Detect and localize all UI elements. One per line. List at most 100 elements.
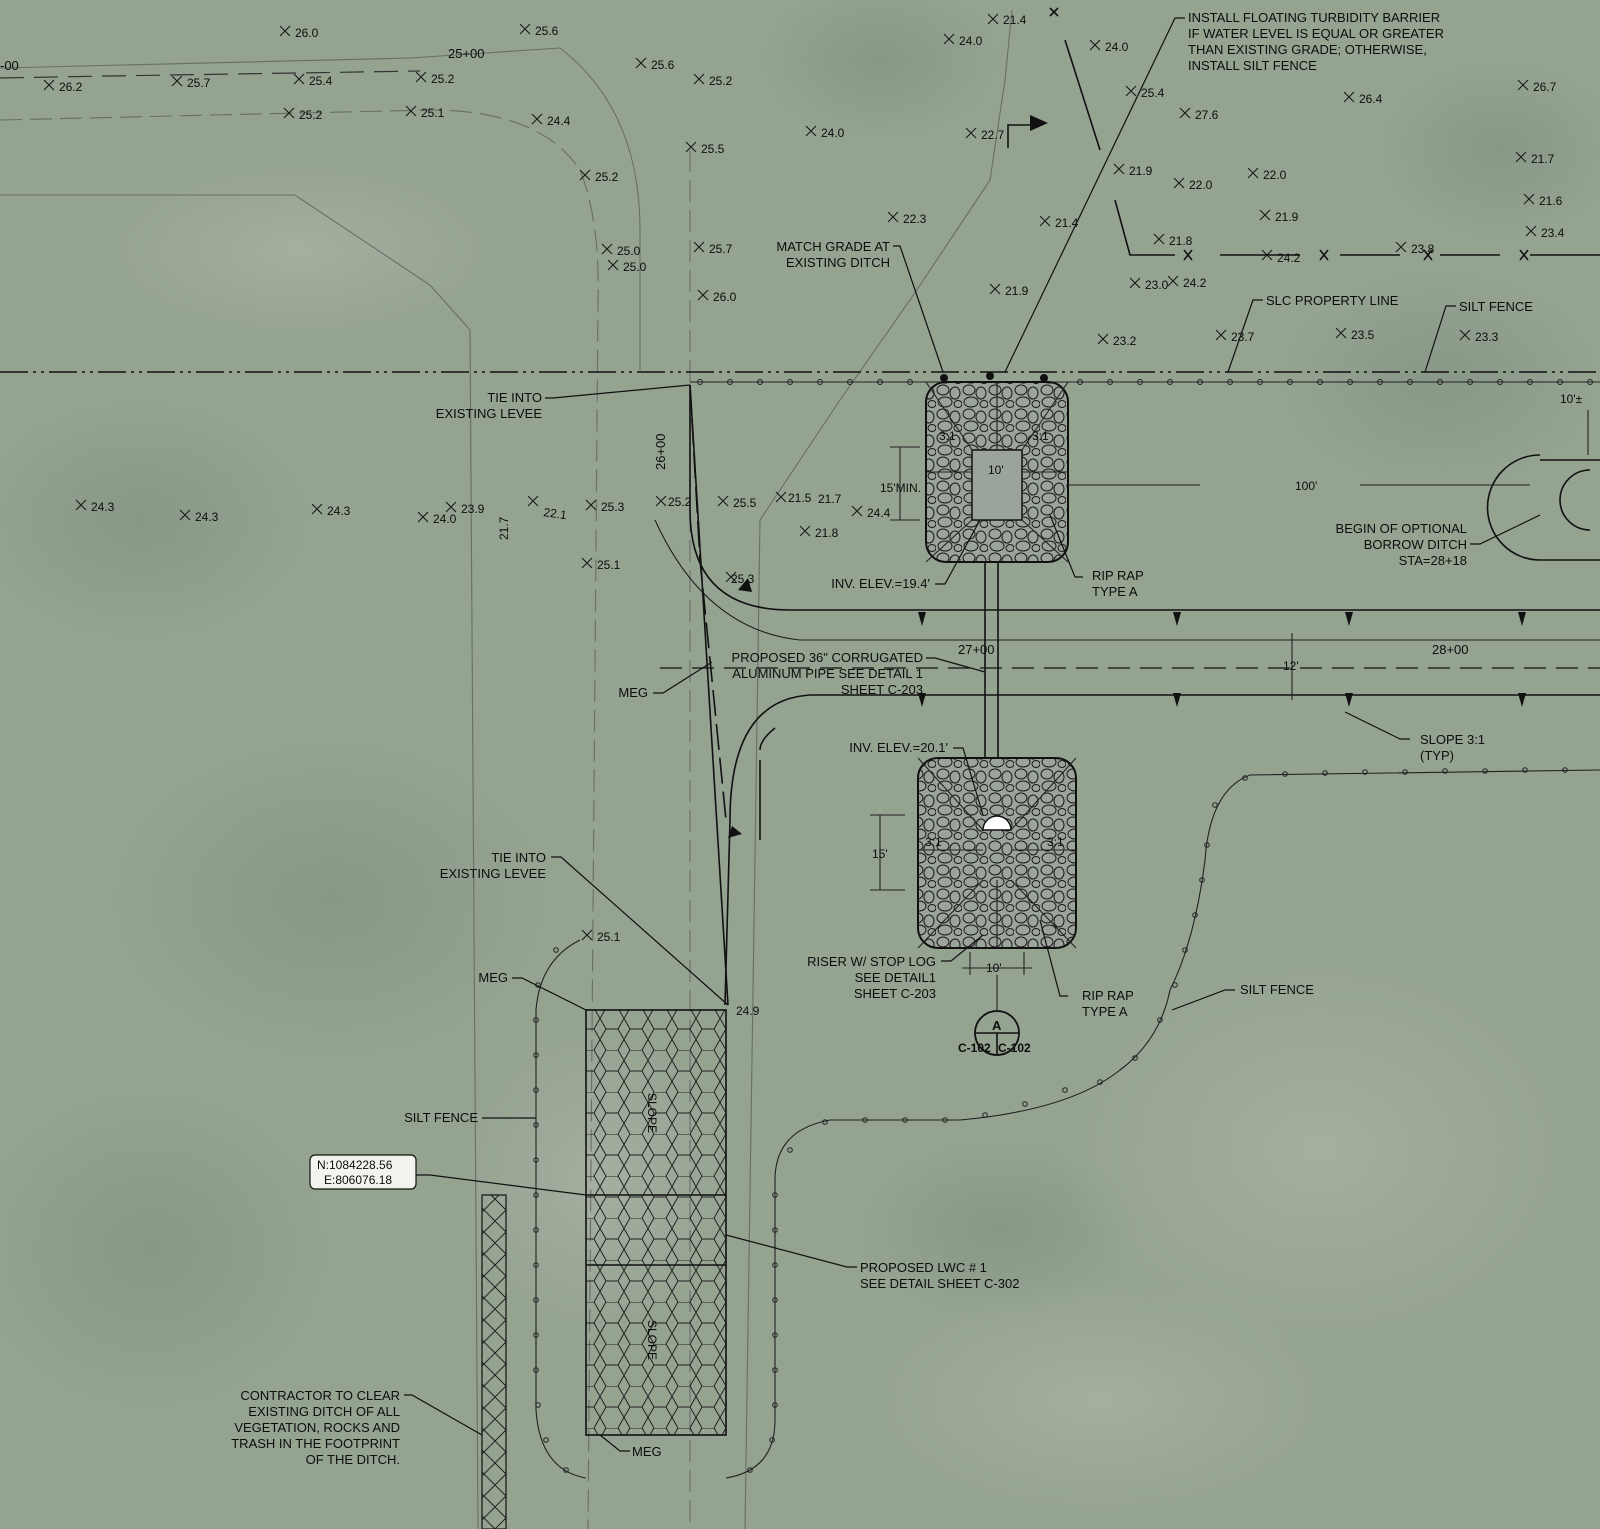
dim-10-top: 10' (988, 463, 1004, 477)
svg-text:BEGIN OF OPTIONAL: BEGIN OF OPTIONAL (1336, 521, 1467, 536)
spot-elevation: 25.5 (733, 496, 757, 510)
spot-elevation: 25.2 (299, 108, 323, 122)
svg-text:IF WATER LEVEL IS EQUAL OR GRE: IF WATER LEVEL IS EQUAL OR GREATER (1188, 26, 1444, 41)
ditch-channel (654, 384, 1600, 1006)
note-tie-levee-bottom: TIE INTO EXISTING LEVEE (440, 850, 547, 881)
spot-elevation: 24.0 (1105, 40, 1129, 54)
spot-elevation: 24.0 (433, 512, 457, 526)
rip-rap-top (925, 372, 1069, 563)
svg-text:OF THE DITCH.: OF THE DITCH. (306, 1452, 400, 1467)
property-line (0, 371, 1600, 385)
svg-text:VEGETATION, ROCKS AND: VEGETATION, ROCKS AND (234, 1420, 400, 1435)
note-inv-elev-top: INV. ELEV.=19.4' (831, 576, 930, 591)
spot-elevation: 21.9 (1275, 210, 1299, 224)
note-borrow-ditch: BEGIN OF OPTIONAL BORROW DITCH STA=28+18 (1336, 521, 1467, 568)
dimensions: 15'MIN. 10' 100' 10'± 12' 15' 10' (870, 392, 1589, 975)
svg-text:SEE DETAIL SHEET C-302: SEE DETAIL SHEET C-302 (860, 1276, 1019, 1291)
spot-elevation: 23.0 (1145, 278, 1169, 292)
svg-text:TIE INTO: TIE INTO (491, 850, 546, 865)
spot-elevation: 21.8 (1169, 234, 1193, 248)
note-contractor: CONTRACTOR TO CLEAR EXISTING DITCH OF AL… (231, 1388, 400, 1467)
svg-text:SHEET C-203: SHEET C-203 (854, 986, 936, 1001)
spot-elevation: 23.8 (1411, 242, 1435, 256)
svg-text:PROPOSED LWC # 1: PROPOSED LWC # 1 (860, 1260, 987, 1275)
note-pipe: PROPOSED 36" CORRUGATED ALUMINUM PIPE SE… (732, 650, 923, 697)
spot-elevation: 23.4 (1541, 226, 1565, 240)
dim-15: 15' (872, 847, 888, 861)
section-marker: A C-102 C-102 (958, 975, 1031, 1056)
svg-text:TIE INTO: TIE INTO (487, 390, 542, 405)
svg-text:INSTALL SILT FENCE: INSTALL SILT FENCE (1188, 58, 1317, 73)
svg-text:TYPE A: TYPE A (1082, 1004, 1128, 1019)
spot-elevation: 22.0 (1263, 168, 1287, 182)
dim-15-min: 15'MIN. (880, 481, 921, 495)
station-label-24-partial: -00 (0, 58, 19, 73)
note-meg-lwc: MEG (478, 970, 508, 985)
note-lwc: PROPOSED LWC # 1 SEE DETAIL SHEET C-302 (860, 1260, 1019, 1291)
spot-elevation: 21.4 (1055, 216, 1079, 230)
svg-text:EXISTING DITCH OF ALL: EXISTING DITCH OF ALL (248, 1404, 400, 1419)
note-silt-fence-east: SILT FENCE (1240, 982, 1314, 997)
spot-elevation: 22.1 (543, 505, 568, 522)
existing-ditch-hatch (481, 1194, 507, 1529)
spot-elevation: 21.9 (1129, 164, 1153, 178)
spot-elevation: 22.0 (1189, 178, 1213, 192)
coordinate-north: N:1084228.56 (317, 1158, 393, 1172)
spot-elevation: 24.3 (195, 510, 219, 524)
note-slope-typ: SLOPE 3:1 (TYP) (1420, 732, 1485, 763)
svg-text:SLOPE 3:1: SLOPE 3:1 (1420, 732, 1485, 747)
section-sheet-right: C-102 (998, 1041, 1031, 1055)
spot-elevation: 26.4 (1359, 92, 1383, 106)
note-meg-ditch: MEG (618, 685, 648, 700)
svg-text:PROPOSED 36" CORRUGATED: PROPOSED 36" CORRUGATED (732, 650, 923, 665)
svg-text:EXISTING DITCH: EXISTING DITCH (786, 255, 890, 270)
coordinate-callout: N:1084228.56 E:806076.18 (309, 1154, 417, 1190)
svg-text:CONTRACTOR TO CLEAR: CONTRACTOR TO CLEAR (240, 1388, 400, 1403)
svg-text:SHEET C-203: SHEET C-203 (841, 682, 923, 697)
spot-elevation: 25.0 (617, 244, 641, 258)
slope-3-1: 3:1 (925, 835, 942, 849)
slope-3-1: 3:1 (1047, 835, 1064, 849)
spot-elevation: 24.4 (547, 114, 571, 128)
note-silt-fence-top: SILT FENCE (1459, 299, 1533, 314)
spot-elevation: 24.2 (1277, 251, 1301, 265)
section-sheet-left: C-102 (958, 1041, 991, 1055)
spot-elevation: 25.1 (597, 558, 621, 572)
svg-text:TRASH IN THE FOOTPRINT: TRASH IN THE FOOTPRINT (231, 1436, 400, 1451)
spot-elevation: 24.9 (736, 1004, 760, 1018)
slope-3-1: 3:1 (1032, 429, 1049, 443)
svg-text:STA=28+18: STA=28+18 (1399, 553, 1467, 568)
spot-elevation: 24.3 (327, 504, 351, 518)
spot-elevation: 21.8 (815, 526, 839, 540)
lwc-slope-lower: SLOPE (645, 1320, 659, 1360)
station-label-28: 28+00 (1432, 642, 1469, 657)
svg-text:RIP RAP: RIP RAP (1082, 988, 1134, 1003)
section-letter: A (992, 1018, 1002, 1033)
spot-elevation: 23.7 (1231, 330, 1255, 344)
spot-elevation: 26.0 (295, 26, 319, 40)
svg-text:TYPE A: TYPE A (1092, 584, 1138, 599)
spot-elevation: 25.7 (187, 76, 211, 90)
spot-elevation: 24.0 (821, 126, 845, 140)
spot-elevation: 21.5 (788, 491, 812, 505)
note-turbidity-barrier: INSTALL FLOATING TURBIDITY BARRIER IF WA… (1188, 10, 1444, 73)
spot-elevation: 21.6 (1539, 194, 1563, 208)
spot-elevation: 25.2 (709, 74, 733, 88)
spot-elevation: 21.4 (1003, 13, 1027, 27)
note-tie-levee-top: TIE INTO EXISTING LEVEE (436, 390, 543, 421)
spot-elevation: 24.2 (1183, 276, 1207, 290)
spot-elevation: 21.7 (818, 492, 842, 506)
station-label-26: 26+00 (653, 433, 668, 470)
spot-elevation: 25.3 (731, 572, 755, 586)
station-label-27: 27+00 (958, 642, 995, 657)
spot-elevation: 25.5 (701, 142, 725, 156)
note-rip-rap-top: RIP RAP TYPE A (1092, 568, 1144, 599)
note-property-line: SLC PROPERTY LINE (1266, 293, 1399, 308)
spot-elevation: 25.2 (595, 170, 619, 184)
spot-elevation: 21.9 (1005, 284, 1029, 298)
svg-text:SEE DETAIL1: SEE DETAIL1 (855, 970, 936, 985)
spot-elevation: 26.7 (1533, 80, 1557, 94)
spot-elevation: 23.9 (461, 502, 485, 516)
coordinate-east: E:806076.18 (324, 1173, 392, 1187)
note-riser: RISER W/ STOP LOG SEE DETAIL1 SHEET C-20… (807, 954, 936, 1001)
